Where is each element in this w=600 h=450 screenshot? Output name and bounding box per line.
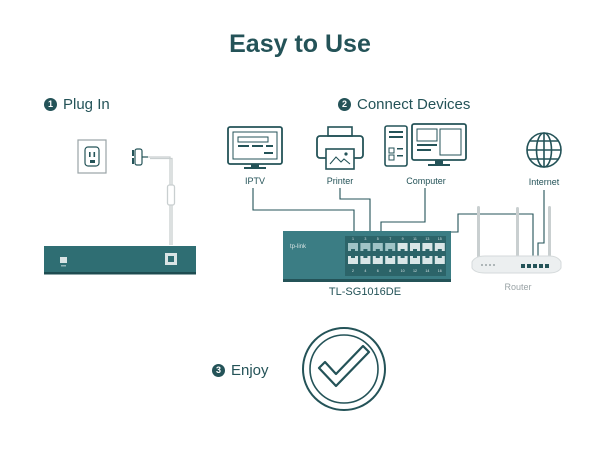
label-computer: Computer bbox=[406, 176, 446, 186]
printer-icon bbox=[316, 126, 364, 170]
port-number: 14 bbox=[425, 269, 429, 273]
port-number: 10 bbox=[401, 269, 405, 273]
label-internet: Internet bbox=[528, 177, 560, 187]
step-number-2: 2 bbox=[338, 98, 351, 111]
ethernet-port bbox=[372, 243, 383, 251]
step-label-connect-devices: Connect Devices bbox=[357, 96, 471, 113]
tv-icon bbox=[227, 126, 283, 169]
port-number: 8 bbox=[389, 269, 391, 273]
step-enjoy: 3 Enjoy bbox=[212, 362, 269, 379]
step-label-plug-in: Plug In bbox=[63, 96, 110, 113]
label-iptv: IPTV bbox=[244, 176, 265, 186]
port-number: 3 bbox=[364, 237, 366, 241]
ethernet-port bbox=[397, 243, 408, 251]
port-number: 2 bbox=[352, 269, 354, 273]
port-number: 12 bbox=[413, 269, 417, 273]
globe-icon bbox=[526, 132, 562, 168]
ethernet-port bbox=[410, 243, 420, 251]
ethernet-port bbox=[434, 243, 445, 251]
ethernet-port bbox=[410, 256, 420, 264]
step-number-3: 3 bbox=[212, 364, 225, 377]
port-number: 13 bbox=[425, 237, 429, 241]
port-number: 15 bbox=[438, 237, 442, 241]
ethernet-port bbox=[372, 256, 383, 264]
check-circle-icon bbox=[302, 327, 386, 411]
port-number: 4 bbox=[364, 269, 366, 273]
label-printer: Printer bbox=[326, 176, 354, 186]
ethernet-port bbox=[348, 256, 358, 264]
ethernet-port bbox=[434, 256, 445, 264]
switch-brand-logo: tp-link bbox=[290, 244, 307, 250]
port-number: 9 bbox=[402, 237, 404, 241]
step-connect-devices: 2 Connect Devices bbox=[338, 96, 470, 113]
page-title: Easy to Use bbox=[229, 30, 371, 58]
ethernet-port bbox=[360, 256, 371, 264]
port-number: 16 bbox=[438, 269, 442, 273]
port-number: 5 bbox=[377, 237, 379, 241]
label-router: Router bbox=[504, 282, 532, 292]
step-label-enjoy: Enjoy bbox=[231, 362, 269, 379]
port-number: 11 bbox=[413, 237, 417, 241]
switch-rear-panel bbox=[44, 246, 196, 275]
ethernet-port bbox=[422, 256, 433, 264]
ethernet-port bbox=[422, 243, 433, 251]
ethernet-port bbox=[360, 243, 371, 251]
switch-port-grid bbox=[348, 243, 445, 264]
port-number: 1 bbox=[352, 237, 354, 241]
switch-model-label: TL-SG1016DE bbox=[328, 286, 402, 298]
ethernet-port bbox=[385, 256, 396, 264]
power-outlet-icon bbox=[77, 139, 107, 174]
step-plug-in: 1 Plug In bbox=[44, 96, 110, 113]
power-plug-icon bbox=[132, 148, 148, 166]
port-number: 6 bbox=[377, 269, 379, 273]
ethernet-port bbox=[385, 243, 396, 251]
port-number: 7 bbox=[389, 237, 391, 241]
step-number-1: 1 bbox=[44, 98, 57, 111]
router-icon bbox=[471, 206, 562, 274]
ethernet-port bbox=[397, 256, 408, 264]
power-cable bbox=[148, 156, 176, 245]
ethernet-port bbox=[348, 243, 358, 251]
computer-icon bbox=[384, 123, 467, 167]
